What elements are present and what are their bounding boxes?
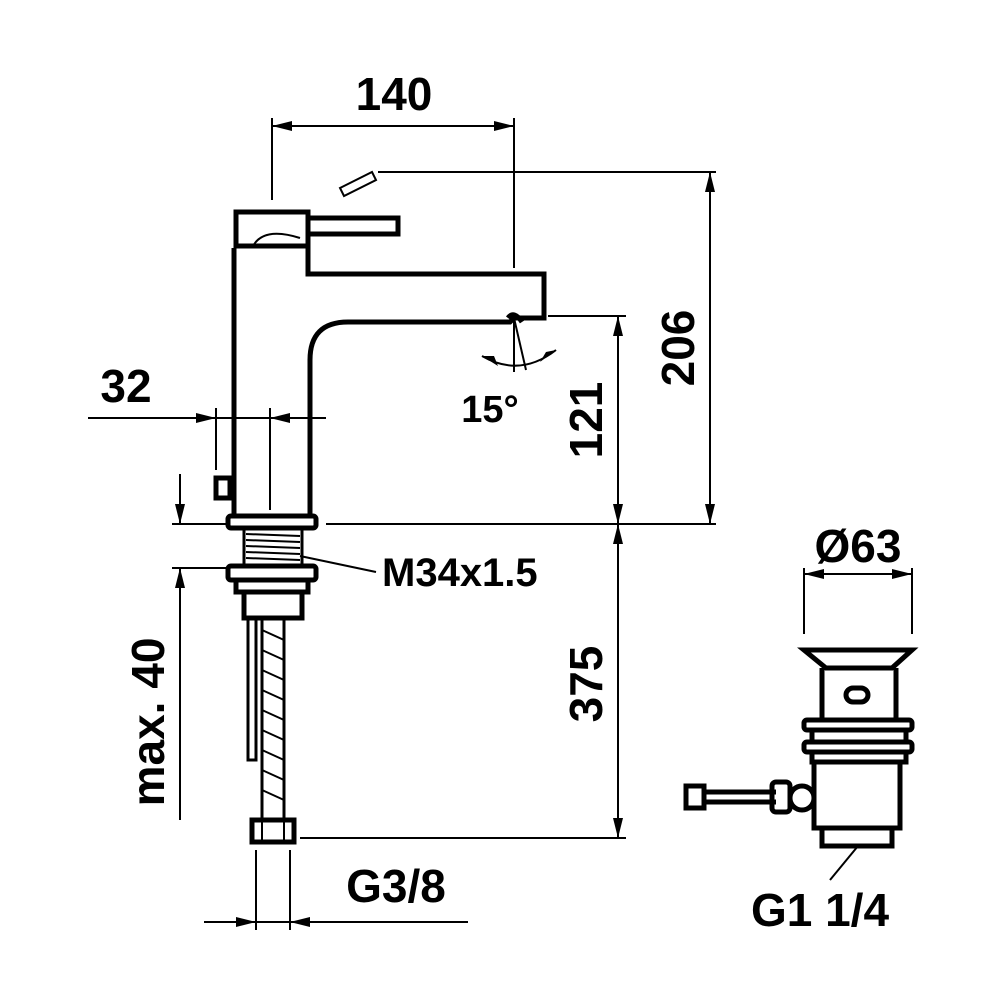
hose-braid <box>261 629 285 801</box>
waste-drain-drawing <box>683 647 919 849</box>
label-thread: M34x1.5 <box>382 551 538 595</box>
drain-thread <box>819 825 895 849</box>
label-spout-height: 121 <box>560 382 612 459</box>
lever-arm <box>308 215 401 237</box>
label-swivel-angle: 15° <box>461 389 518 431</box>
label-body-diameter: 32 <box>100 360 151 412</box>
drain-body-lower <box>811 762 903 831</box>
base-flange <box>225 513 319 531</box>
drain-slot <box>843 685 871 705</box>
spout-inner-line <box>251 232 301 249</box>
dimension-lines <box>88 118 913 930</box>
aerator <box>506 312 525 324</box>
label-spout-reach: 140 <box>356 68 433 120</box>
drain-cap <box>796 647 919 671</box>
faucet-body <box>231 248 547 519</box>
label-hose-connection: G3/8 <box>346 860 446 912</box>
faucet-drawing <box>213 170 547 845</box>
hose-nut <box>249 817 297 845</box>
dimension-labels: 140 206 121 32 15° M34x1.5 375 max. 40 G… <box>100 68 901 936</box>
fixing-nut <box>241 589 305 621</box>
label-waste-thread: G1 1/4 <box>751 884 890 936</box>
thread-lines <box>245 533 301 561</box>
label-total-height: 206 <box>652 310 704 387</box>
label-hose-length: 375 <box>560 646 612 723</box>
lever-swing-outline <box>338 170 378 198</box>
lever-handle <box>233 209 311 249</box>
label-waste-diameter: Ø63 <box>815 520 902 572</box>
drain-body-upper <box>819 668 899 723</box>
pop-up-rod <box>246 618 258 762</box>
drain-linkage <box>683 779 817 815</box>
drain-collar <box>801 717 915 765</box>
pop-up-knob <box>213 475 233 501</box>
label-max-counter-thickness: max. 40 <box>122 638 174 807</box>
